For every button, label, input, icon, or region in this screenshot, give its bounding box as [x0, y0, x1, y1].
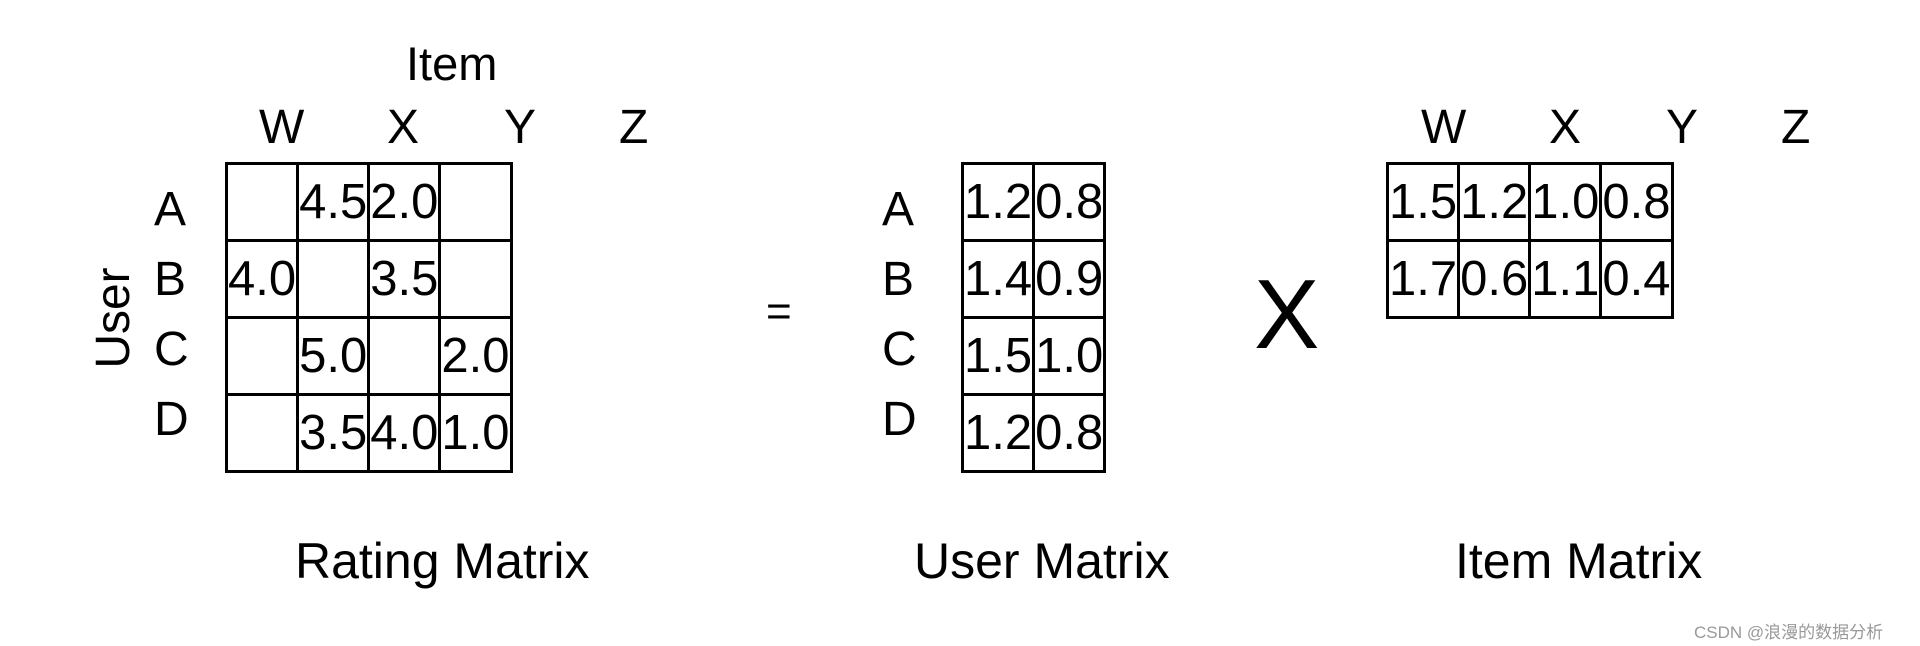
item-col-header-x: X — [1549, 101, 1582, 154]
watermark: CSDN @浪漫的数据分析 — [1694, 623, 1884, 642]
user-row: 1.4 0.9 — [960, 239, 1107, 319]
rating-cell — [224, 162, 300, 242]
rating-cell — [438, 239, 513, 319]
user-cell: 0.9 — [1032, 239, 1107, 319]
rating-col-header-w: W — [259, 101, 305, 154]
item-row: 1.5 1.2 1.0 0.8 — [1385, 162, 1674, 242]
rating-cell: 3.5 — [367, 239, 442, 319]
item-cell: 1.2 — [1457, 162, 1532, 242]
rating-cell: 5.0 — [296, 316, 371, 396]
rating-col-header-z: Z — [619, 101, 649, 154]
user-cell: 1.5 — [960, 316, 1036, 396]
user-row-header-a: A — [882, 183, 915, 236]
user-cell: 0.8 — [1032, 393, 1107, 473]
equals-sign: = — [766, 287, 792, 336]
item-cell: 1.0 — [1528, 162, 1603, 242]
rating-cell: 1.0 — [438, 393, 513, 473]
rating-cell: 4.5 — [296, 162, 371, 242]
rating-cell: 4.0 — [367, 393, 442, 473]
item-matrix-table: 1.5 1.2 1.0 0.8 1.7 0.6 1.1 0.4 — [1385, 162, 1674, 319]
rating-matrix-table: 4.5 2.0 4.0 3.5 5.0 2.0 3.5 4.0 1.0 — [224, 162, 513, 473]
user-cell: 1.2 — [960, 393, 1036, 473]
user-row-header-c: C — [882, 323, 917, 376]
item-cell: 1.5 — [1385, 162, 1461, 242]
rating-cell: 2.0 — [367, 162, 442, 242]
item-cell: 1.1 — [1528, 239, 1603, 319]
rating-cell — [438, 162, 513, 242]
rating-row-header-b: B — [154, 253, 187, 306]
rating-cell: 2.0 — [438, 316, 513, 396]
item-cell: 0.8 — [1599, 162, 1674, 242]
item-col-header-y: Y — [1666, 101, 1699, 154]
user-matrix-caption: User Matrix — [914, 533, 1170, 589]
item-axis-label: Item — [406, 37, 498, 90]
multiplication-sign: X — [1254, 259, 1320, 369]
user-cell: 1.4 — [960, 239, 1036, 319]
rating-matrix-caption: Rating Matrix — [295, 533, 590, 589]
user-row: 1.5 1.0 — [960, 316, 1107, 396]
rating-cell — [367, 316, 442, 396]
rating-cell — [296, 239, 371, 319]
user-axis-label: User — [87, 267, 140, 369]
rating-cell — [224, 316, 300, 396]
item-col-header-w: W — [1421, 101, 1467, 154]
user-row-header-d: D — [882, 393, 917, 446]
item-cell: 0.6 — [1457, 239, 1532, 319]
rating-row-header-d: D — [154, 393, 189, 446]
user-row: 1.2 0.8 — [960, 162, 1107, 242]
rating-row: 3.5 4.0 1.0 — [224, 393, 513, 473]
rating-row-header-c: C — [154, 323, 189, 376]
rating-cell — [224, 393, 300, 473]
user-cell: 0.8 — [1032, 162, 1107, 242]
rating-row: 4.5 2.0 — [224, 162, 513, 242]
user-matrix-table: 1.2 0.8 1.4 0.9 1.5 1.0 1.2 0.8 — [960, 162, 1107, 473]
rating-row-header-a: A — [154, 183, 187, 236]
item-cell: 1.7 — [1385, 239, 1461, 319]
user-cell: 1.0 — [1032, 316, 1107, 396]
rating-cell: 3.5 — [296, 393, 371, 473]
user-row-header-b: B — [882, 253, 915, 306]
item-row: 1.7 0.6 1.1 0.4 — [1385, 239, 1674, 319]
user-cell: 1.2 — [960, 162, 1036, 242]
rating-col-header-y: Y — [504, 101, 537, 154]
rating-row: 5.0 2.0 — [224, 316, 513, 396]
item-cell: 0.4 — [1599, 239, 1674, 319]
rating-row: 4.0 3.5 — [224, 239, 513, 319]
item-matrix-caption: Item Matrix — [1455, 533, 1703, 589]
rating-col-header-x: X — [387, 101, 420, 154]
user-row: 1.2 0.8 — [960, 393, 1107, 473]
rating-cell: 4.0 — [224, 239, 300, 319]
item-col-header-z: Z — [1781, 101, 1811, 154]
